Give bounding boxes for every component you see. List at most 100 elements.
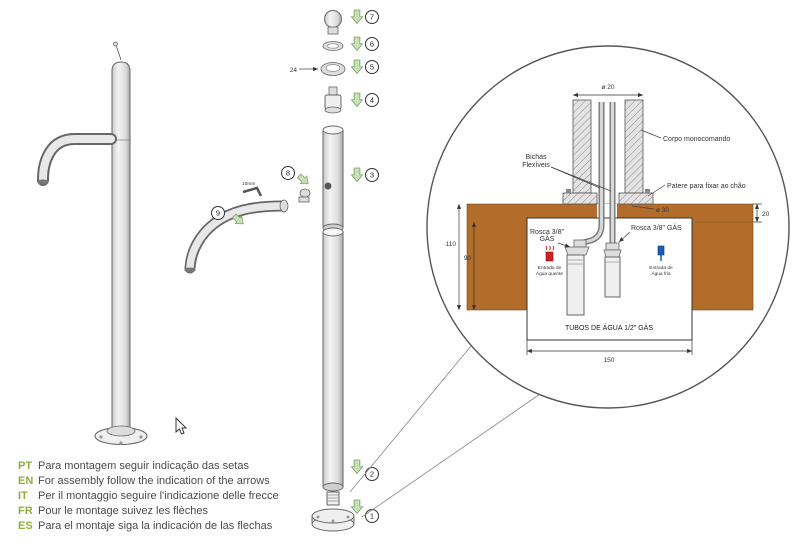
plate-callout-leader (647, 184, 666, 197)
assembly-arrow-icon (350, 459, 364, 474)
part-3-tube-top-opening (322, 125, 344, 135)
part-2-lower-tube (322, 231, 344, 488)
part-9-spout-inner (186, 202, 286, 271)
part-number-badge-8: 8 (281, 166, 295, 180)
part-number-badge-4: 4 (365, 93, 379, 107)
faucet-base-dome (106, 425, 136, 437)
assembly-arrow-icon (350, 36, 364, 51)
instructions-list: PT Para montagem seguir indicação das se… (18, 460, 279, 532)
wrench-size-label: 24 (290, 67, 298, 74)
hot-label-1: Entrada de (538, 265, 562, 271)
thread-right-label: Rosca 3/8" GÁS (631, 223, 682, 232)
cold-label-2: Água fria (651, 270, 671, 277)
hot-label-2: Água quente (536, 270, 564, 277)
part-number-8: 8 (286, 169, 290, 178)
faucet-body-section-right (624, 99, 644, 194)
exploded-view: 24 10mm (184, 9, 379, 532)
hoses-callout-label-2: Flexíveis (522, 162, 550, 169)
magnifier-leader-line (349, 345, 472, 493)
hot-water-icon (545, 245, 555, 262)
hot-supply-tube (566, 254, 585, 316)
plate-callout-label: Patere para fixar ao chão (667, 183, 746, 190)
instruction-text: Per il montaggio seguire l'indicazione d… (38, 490, 279, 502)
dim-110-label: 110 (446, 241, 457, 248)
spout-mounting-hole (324, 182, 332, 190)
base-screw-icon (99, 435, 103, 439)
part-7-stem (327, 26, 339, 35)
assembly-arrow-icon (295, 171, 312, 188)
part-3-upper-tube (322, 129, 344, 229)
assembly-arrow-icon (350, 167, 364, 182)
hoses-callout-leader (550, 166, 612, 192)
instruction-text: Pour le montage suivez les flèches (38, 505, 208, 517)
part-number-badge-2: 2 (365, 467, 379, 481)
part-number-badge-1: 1 (365, 509, 379, 523)
plate-bolt-icon (566, 189, 571, 193)
installation-detail: 110 90 20 ø 20 (426, 45, 790, 409)
lang-code: PT (18, 460, 32, 472)
instruction-text: Para montagem seguir indicação das setas (38, 460, 249, 472)
part-number-9: 9 (216, 209, 220, 218)
part-number-badge-3: 3 (365, 168, 379, 182)
part-4-cartridge-base (324, 106, 342, 114)
hex-key-size-label: 10mm (242, 181, 255, 187)
part-9-spout-opening (184, 267, 196, 273)
assembly-arrow-icon (350, 9, 364, 24)
detail-circle-outline (426, 45, 790, 409)
part-number-4: 4 (370, 96, 374, 105)
flexible-hose-left-hl (580, 102, 604, 245)
part-number-badge-7: 7 (365, 10, 379, 24)
part-number-1: 1 (370, 512, 374, 521)
tubes-label: TUBOS DE ÁGUA 1/2" GÁS (565, 323, 653, 332)
faucet-spout-opening (37, 179, 49, 185)
dim-hole-label: ø 30 (656, 207, 669, 214)
lang-code: FR (18, 505, 33, 517)
part-9-spout-connector (279, 199, 289, 213)
part-6-ring-hole (327, 43, 339, 49)
lang-code: EN (18, 475, 33, 487)
base-screw-icon (346, 515, 350, 519)
assembly-arrow-icon (350, 59, 364, 74)
base-screw-icon (316, 515, 320, 519)
hole-dim-leader (631, 205, 655, 210)
cold-label-1: Entrada de (649, 265, 673, 271)
part-8-connector (299, 188, 311, 198)
dim-pipe-label: ø 20 (601, 84, 614, 91)
cursor-icon (175, 416, 188, 435)
thread-left-label-1: Rosca 3/8" (530, 229, 565, 236)
thread-left-leader (557, 242, 571, 248)
fixing-plate-left (562, 192, 598, 205)
part-number-2: 2 (370, 470, 374, 479)
thread-left-label-2: GÁS (540, 234, 555, 243)
thread-right-leader (618, 231, 631, 243)
part-number-badge-9: 9 (211, 206, 225, 220)
dim-150-label: 150 (604, 357, 615, 364)
part-7-handle (324, 10, 342, 28)
coupling-left (573, 239, 587, 248)
assembly-arrow-icon (350, 499, 364, 514)
hex-key-icon (242, 186, 263, 197)
part-1-base-flange (311, 508, 355, 524)
instruction-text: For assembly follow the indication of th… (38, 475, 270, 487)
cold-water-icon (657, 245, 665, 261)
base-screw-icon (119, 441, 123, 445)
body-callout-label: Corpo monocomando (663, 136, 730, 143)
part-5-nut-hole (325, 64, 341, 72)
part-2-tube-top-opening (322, 227, 344, 237)
assembled-faucet (37, 41, 188, 445)
part-1-threaded-stub (326, 491, 340, 506)
nut-left (564, 246, 590, 256)
faucet-spout-inner (39, 135, 115, 183)
part-number-3: 3 (370, 171, 374, 180)
lang-code: ES (18, 520, 33, 532)
body-callout-leader (640, 129, 662, 139)
dim-90-label: 90 (464, 255, 472, 262)
part-number-badge-5: 5 (365, 60, 379, 74)
fixing-plate-right (618, 192, 654, 205)
part-2-tube-bottom (322, 482, 344, 492)
part-number-6: 6 (370, 40, 374, 49)
instruction-text: Para el montaje siga la indicación de la… (38, 520, 273, 532)
magnifier-leader-line (361, 391, 544, 518)
